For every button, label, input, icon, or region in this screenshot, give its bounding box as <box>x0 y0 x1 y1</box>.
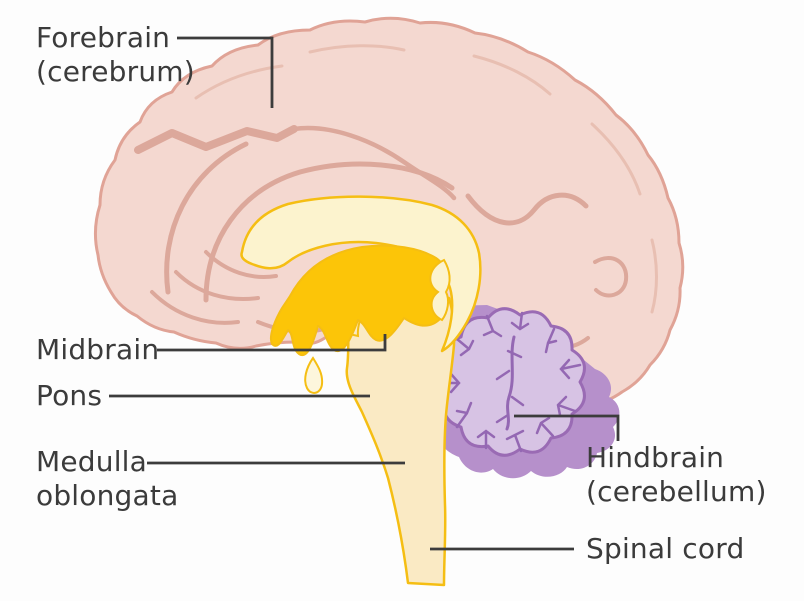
label-medulla-line1: Medulla <box>36 445 148 478</box>
label-pons: Pons <box>36 379 102 413</box>
label-hindbrain-line2: (cerebellum) <box>586 475 767 508</box>
pituitary-teardrop <box>304 356 324 394</box>
label-forebrain-line1: Forebrain <box>36 21 171 54</box>
leader-line-hindbrain <box>514 414 620 441</box>
label-spinal-cord-line1: Spinal cord <box>586 532 745 565</box>
label-forebrain: Forebrain (cerebrum) <box>36 21 195 89</box>
cerebellum-arbor-vitae <box>439 311 582 453</box>
leader-line-midbrain <box>157 334 387 352</box>
brainstem-shape <box>345 294 456 587</box>
leader-lines <box>109 36 620 551</box>
label-midbrain: Midbrain <box>36 333 159 367</box>
label-medulla-oblongata: Medulla oblongata <box>36 445 178 513</box>
label-medulla-line2: oblongata <box>36 479 179 512</box>
label-forebrain-line2: (cerebrum) <box>36 55 195 88</box>
fornix-shape <box>429 258 451 322</box>
label-midbrain-line1: Midbrain <box>36 333 160 366</box>
leader-line-forebrain <box>177 36 274 108</box>
label-pons-line1: Pons <box>36 379 103 412</box>
label-spinal-cord: Spinal cord <box>586 532 744 566</box>
midbrain-shape <box>270 244 448 357</box>
label-hindbrain-line1: Hindbrain <box>586 441 725 474</box>
corpus-callosum-shape <box>240 195 482 353</box>
label-hindbrain: Hindbrain (cerebellum) <box>586 441 767 509</box>
